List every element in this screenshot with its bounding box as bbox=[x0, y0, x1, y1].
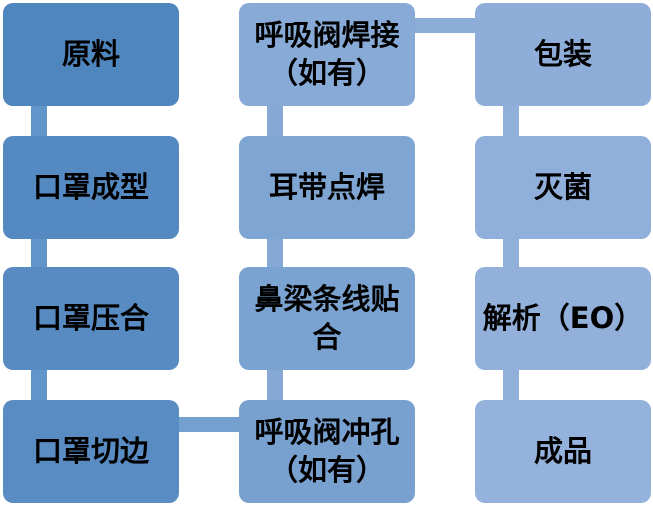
connector-step3-step4 bbox=[31, 362, 47, 408]
flow-step-mask-pressing: 口罩压合 bbox=[3, 267, 179, 370]
flow-step-mask-edge-cutting: 口罩切边 bbox=[3, 400, 179, 503]
flow-step-packaging: 包装 bbox=[475, 3, 651, 106]
connector-step8-step9 bbox=[408, 18, 482, 33]
connector-step10-step11 bbox=[503, 231, 519, 275]
flow-step-eo-aeration: 解析（EO） bbox=[475, 267, 651, 370]
flow-step-valve-punching: 呼吸阀冲孔 （如有） bbox=[239, 400, 415, 503]
flow-step-sterilization: 灭菌 bbox=[475, 136, 651, 239]
connector-step4-step5 bbox=[172, 417, 246, 432]
flow-step-nose-strip-lamination: 鼻梁条线贴 合 bbox=[239, 267, 415, 370]
flow-step-finished-product: 成品 bbox=[475, 400, 651, 503]
flow-step-raw-material: 原料 bbox=[3, 3, 179, 106]
flow-step-earloop-spot-welding: 耳带点焊 bbox=[239, 136, 415, 239]
connector-step11-step12 bbox=[503, 362, 519, 408]
connector-step2-step3 bbox=[31, 231, 47, 275]
connector-step5-step6 bbox=[267, 362, 283, 408]
connector-step6-step7 bbox=[267, 231, 283, 275]
flow-step-mask-forming: 口罩成型 bbox=[3, 136, 179, 239]
connector-step9-step10 bbox=[503, 98, 519, 144]
connector-step7-step8 bbox=[267, 98, 283, 144]
connector-step1-step2 bbox=[31, 98, 47, 144]
flow-step-valve-welding: 呼吸阀焊接 （如有） bbox=[239, 3, 415, 106]
